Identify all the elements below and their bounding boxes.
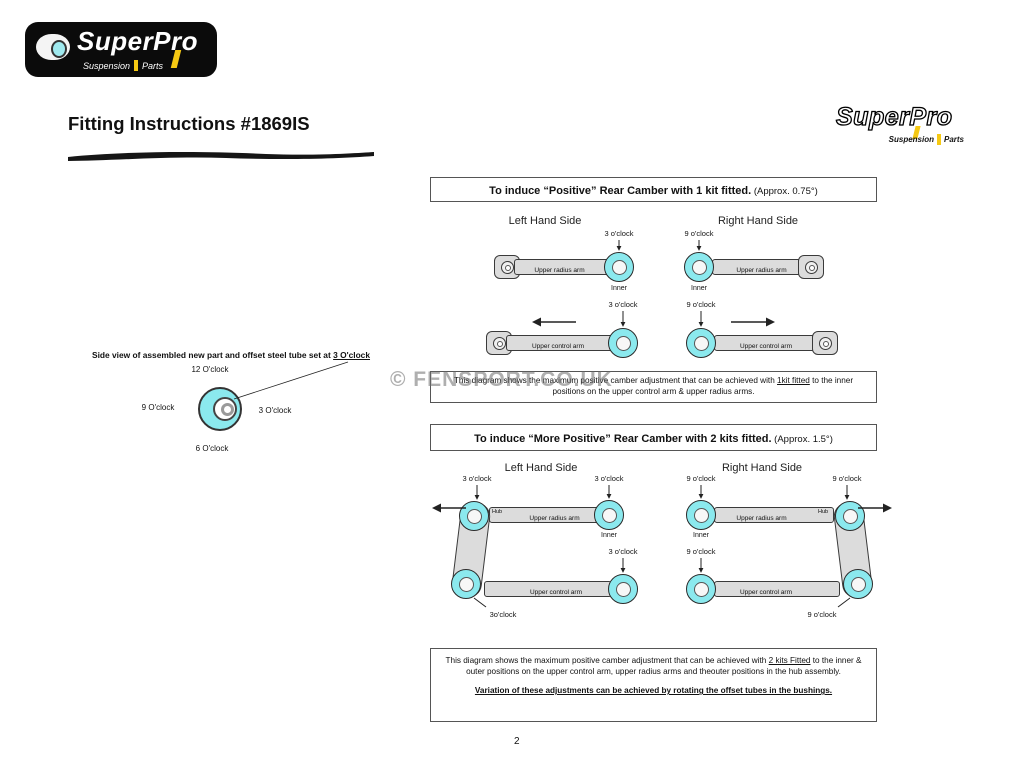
s1-lhs-radius-inner-label: Inner [611, 285, 627, 292]
brand-tagline: Suspension Parts [83, 60, 163, 71]
offset-steel-tube [221, 403, 234, 416]
bushing [608, 574, 638, 604]
superpro-logo: SuperPro Suspension Parts [25, 22, 217, 77]
s2-lhs-hub-bottom-clock-label: 3o'clock [489, 610, 517, 619]
caption-underlined: 3 O'clock [333, 350, 371, 360]
s2-lhs-upper-radius-arm: Upper radius arm [489, 500, 624, 530]
section2-left-hand-side-label: Left Hand Side [504, 462, 578, 474]
s2-lhs-hub-bottom-bushing [451, 569, 481, 599]
arm-name-label: Upper control arm [531, 343, 585, 350]
section2-note: This diagram shows the maximum positive … [430, 648, 877, 722]
arm-name-label: Upper control arm [529, 589, 583, 596]
s1-rhs-control-clock-label: 9 o'clock [686, 300, 716, 309]
s2-lhs-upper-control-arm: Upper control arm [484, 574, 638, 604]
section1-right-hand-side-label: Right Hand Side [717, 215, 799, 227]
arm-eye [804, 260, 818, 274]
arm-eye [500, 260, 514, 274]
arm-eye [492, 336, 506, 350]
s1-rhs-radius-clock-label: 9 o'clock [684, 229, 714, 238]
brand-name: SuperPro [77, 26, 199, 56]
caption-text: Side view of assembled new part and offs… [92, 350, 334, 360]
bushing [686, 328, 716, 358]
note-text: to the inner positions on the upper cont… [552, 376, 854, 397]
brand-tagline-small: Suspension Parts [889, 134, 964, 145]
section1-header: To induce “Positive” Rear Camber with 1 … [430, 177, 877, 202]
arrow-left-icon [532, 317, 576, 327]
note-text: This diagram shows the maximum positive … [445, 656, 769, 665]
s1-lhs-control-clock-label: 3 o'clock [608, 300, 638, 309]
bushing [594, 500, 624, 530]
s1-rhs-upper-control-arm: Upper control arm [686, 328, 838, 358]
yellow-bar-icon [134, 60, 139, 71]
s2-rhs-upper-control-arm: Upper control arm [686, 574, 840, 604]
s2-rhs-radius-clock-label: 9 o'clock [686, 474, 716, 483]
arm-name-label: Upper control arm [739, 589, 793, 596]
bushing [608, 328, 638, 358]
note-underlined: 2 kits Fitted [768, 656, 811, 665]
brush-underline [68, 152, 374, 161]
bushing [686, 500, 716, 530]
brand-parts: Parts [142, 60, 164, 71]
section1-left-hand-side-label: Left Hand Side [508, 215, 582, 227]
superpro-logo-small: SuperPro Suspension Parts [835, 102, 968, 147]
brand-name-small: SuperPro [835, 102, 953, 131]
s1-lhs-upper-control-arm: Upper control arm [486, 328, 638, 358]
s2-rhs-upper-radius-arm: Upper radius arm [686, 500, 834, 530]
section1-header-note: (Approx. 0.75°) [751, 186, 818, 197]
side-view-bushing [198, 387, 242, 431]
s1-rhs-radius-inner-label: Inner [691, 285, 707, 292]
yellow-bar-icon [936, 134, 941, 145]
arm-name-label: Upper radius arm [534, 267, 585, 274]
s1-lhs-upper-radius-arm: Upper radius arm [494, 252, 634, 282]
bushing [686, 574, 716, 604]
clock-9-label: 9 O'clock [141, 403, 175, 412]
clock-6-label: 6 O'clock [195, 444, 229, 453]
arm-name-label: Upper control arm [739, 343, 793, 350]
s2-lhs-hub-top-clock-label: 3 o'clock [462, 474, 492, 483]
page-title: Fitting Instructions #1869IS [68, 113, 310, 134]
arm-eye [818, 336, 832, 350]
section2-header: To induce “More Positive” Rear Camber wi… [430, 424, 877, 451]
note-bold-line: Variation of these adjustments can be ac… [474, 686, 833, 696]
bushing-icon [36, 34, 70, 60]
s2-rhs-hub-bottom-bushing [843, 569, 873, 599]
clock-12-label: 12 O'clock [191, 365, 229, 374]
section2-header-note: (Approx. 1.5°) [771, 434, 833, 445]
bushing [604, 252, 634, 282]
brand-parts: Parts [943, 135, 964, 144]
section2-right-hand-side-label: Right Hand Side [721, 462, 803, 474]
arm-name-label: Upper radius arm [736, 515, 787, 522]
page-number: 2 [514, 736, 520, 747]
arrow-right-icon [731, 317, 775, 327]
brand-suspension: Suspension [83, 60, 131, 71]
s2-rhs-radius-inner-label: Inner [693, 532, 709, 539]
s2-rhs-hub-top-clock-label: 9 o'clock [832, 474, 862, 483]
section2-header-bold: To induce “More Positive” Rear Camber wi… [474, 433, 772, 445]
arm-name-label: Upper radius arm [736, 267, 787, 274]
s1-rhs-upper-radius-arm: Upper radius arm [684, 252, 824, 282]
brand-suspension: Suspension [888, 135, 934, 144]
s2-lhs-radius-inner-label: Inner [601, 532, 617, 539]
s2-rhs-hub-top-bushing [835, 501, 865, 531]
side-view-bushing-bore [213, 397, 237, 421]
s2-lhs-radius-clock-label: 3 o'clock [594, 474, 624, 483]
arm-name-label: Upper radius arm [529, 515, 580, 522]
s2-rhs-radius-hub-label: Hub [818, 509, 829, 515]
note-text: to the inner & outer positions on the up… [466, 656, 862, 677]
clock-3-label: 3 O'clock [258, 406, 292, 415]
watermark: © FENSPORT.CO.UK [390, 368, 613, 391]
s2-lhs-control-clock-label: 3 o'clock [608, 547, 638, 556]
note-text: This diagram shows the maximum positive … [453, 376, 778, 385]
s2-lhs-hub-top-bushing [459, 501, 489, 531]
note-underlined: 1kit fitted [777, 376, 810, 385]
s2-rhs-hub-bottom-clock-label: 9 o'clock [807, 610, 837, 619]
s2-lhs-radius-hub-label: Hub [492, 509, 503, 515]
section1-header-bold: To induce “Positive” Rear Camber with 1 … [489, 185, 752, 197]
s2-rhs-control-clock-label: 9 o'clock [686, 547, 716, 556]
bushing [684, 252, 714, 282]
side-view-caption: Side view of assembled new part and offs… [92, 350, 392, 360]
section1-note: This diagram shows the maximum positive … [430, 371, 877, 403]
caption-leader-line [233, 361, 349, 400]
s1-lhs-radius-clock-label: 3 o'clock [604, 229, 634, 238]
